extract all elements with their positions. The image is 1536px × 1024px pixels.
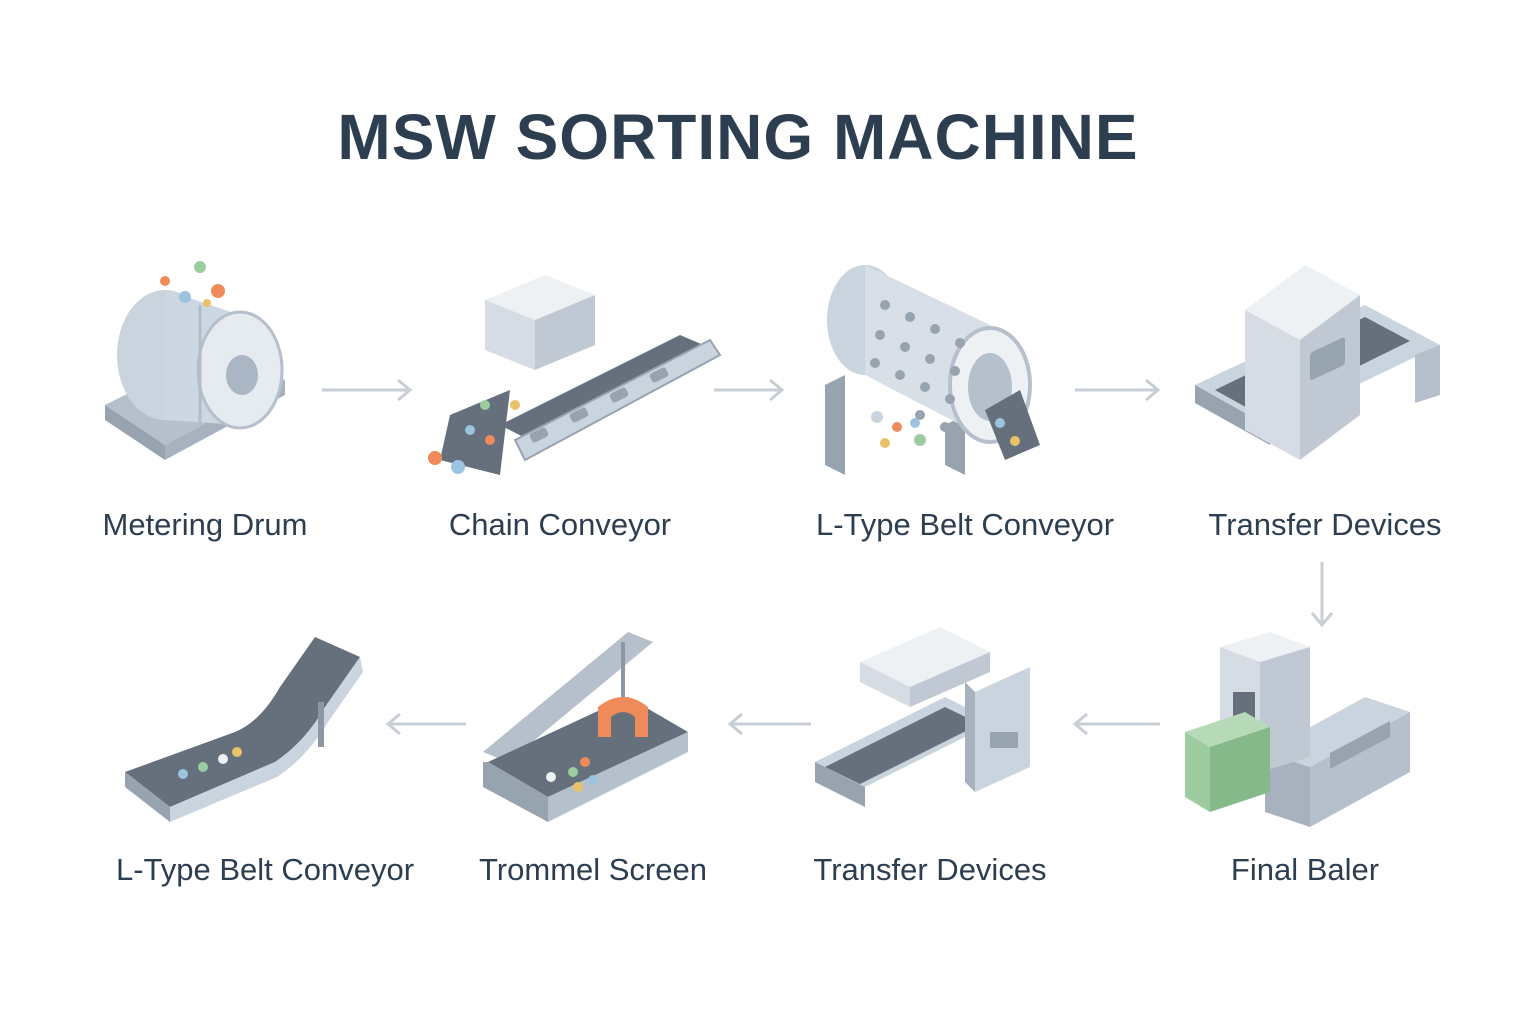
chain-conveyor-icon xyxy=(428,275,722,475)
arrow-left-icon xyxy=(727,712,811,736)
arrow-left-icon xyxy=(1072,712,1160,736)
arrow-down-icon xyxy=(1310,562,1334,628)
baler-icon xyxy=(1185,632,1410,827)
step-chain-conveyor: Chain Conveyor xyxy=(380,245,740,542)
transfer-device-icon xyxy=(1195,265,1440,460)
step-label: Chain Conveyor xyxy=(448,507,672,542)
trommel-screen-icon xyxy=(483,632,688,822)
step-transfer-devices: Transfer Devices xyxy=(1145,245,1505,542)
page-title: MSW SORTING MACHINE xyxy=(337,101,1139,173)
step-label: Metering Drum xyxy=(102,507,308,542)
step-label: Transfer Devices xyxy=(1208,507,1442,542)
incline-conveyor-icon xyxy=(125,637,363,822)
arrow-right-icon xyxy=(322,378,413,402)
step-final-baler: Final Baler xyxy=(1125,612,1485,887)
metering-drum-icon xyxy=(105,261,285,460)
arrow-right-icon xyxy=(714,378,785,402)
step-transfer-devices-2: Transfer Devices xyxy=(750,612,1110,887)
arrow-right-icon xyxy=(1075,378,1161,402)
step-label: L-Type Belt Conveyor xyxy=(115,852,415,887)
step-l-type-belt-conveyor: L-Type Belt Conveyor xyxy=(785,245,1145,542)
step-trommel-screen: Trommel Screen xyxy=(413,612,773,887)
step-label: Final Baler xyxy=(1230,852,1380,887)
step-label: Trommel Screen xyxy=(479,852,707,887)
trommel-drum-icon xyxy=(825,265,1040,475)
arrow-left-icon xyxy=(385,712,466,736)
transfer-device-icon xyxy=(815,627,1030,807)
step-metering-drum: Metering Drum xyxy=(25,245,385,542)
step-l-type-belt-conveyor-2: L-Type Belt Conveyor xyxy=(85,612,445,887)
step-label: Transfer Devices xyxy=(813,852,1047,887)
step-label: L-Type Belt Conveyor xyxy=(815,507,1115,542)
